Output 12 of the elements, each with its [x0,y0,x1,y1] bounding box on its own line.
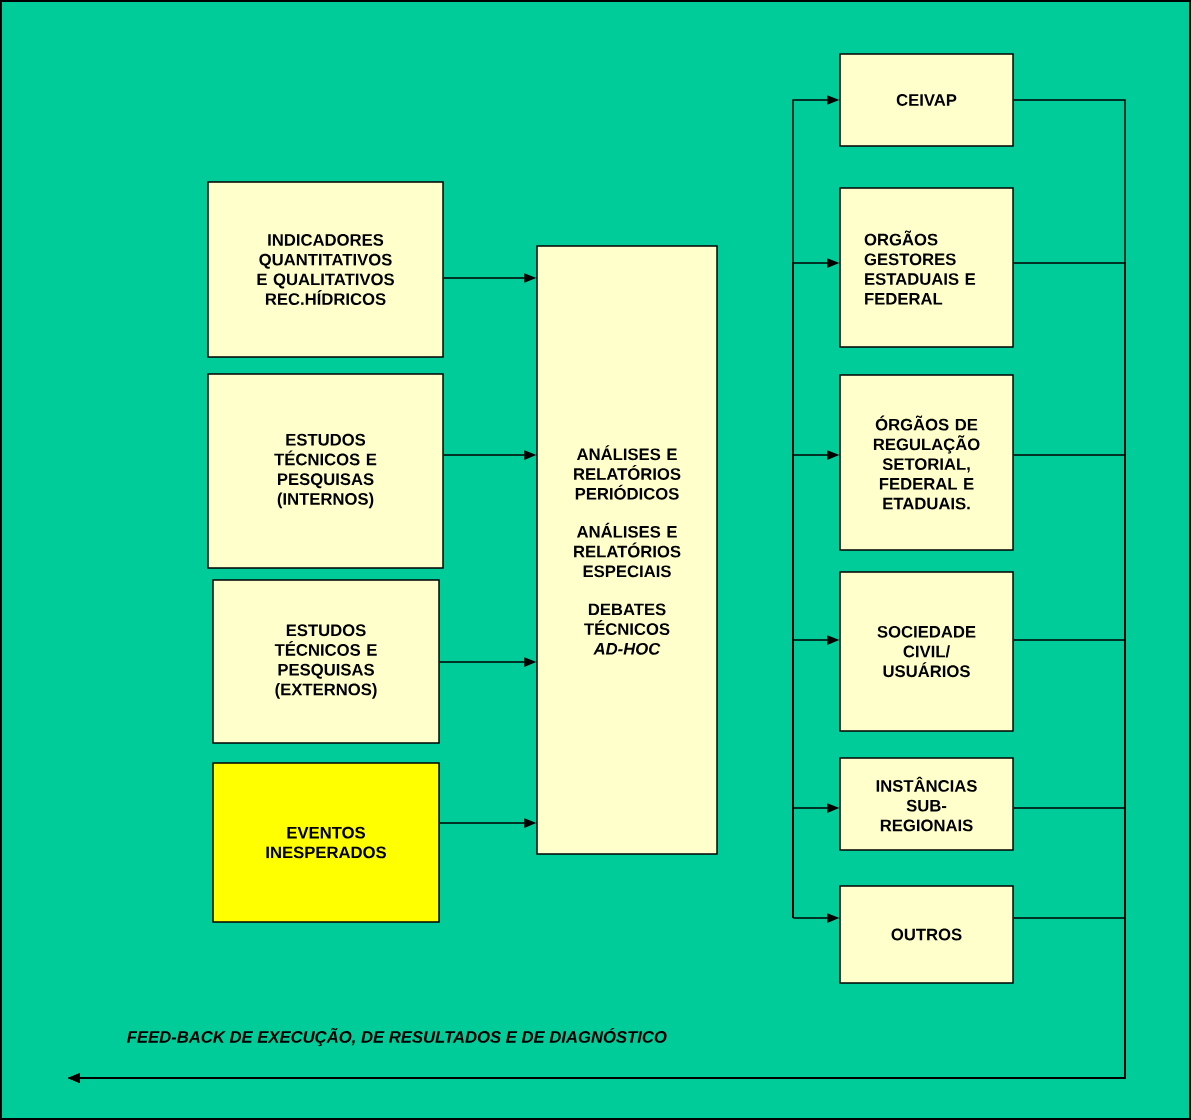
feedback-label: FEED-BACK DE EXECUÇÃO, DE RESULTADOS E DE DIAGNÓSTICO [127,1027,667,1047]
recipient-box: INSTÂNCIAS SUB-REGIONAIS [839,757,1014,851]
recipient-box: ORGÃOS GESTORES ESTADUAIS E FEDERAL [839,187,1014,348]
recipient-box: SOCIEDADE CIVIL/ USUÁRIOS [839,571,1014,732]
source-box: ESTUDOS TÉCNICOS E PESQUISAS (INTERNOS) [207,373,444,569]
recipient-box: OUTROS [839,885,1014,984]
recipient-box: CEIVAP [839,53,1014,147]
source-box: ESTUDOS TÉCNICOS E PESQUISAS (EXTERNOS) [212,579,440,744]
event-box: EVENTOS INESPERADOS [212,762,440,923]
analysis-box: ANÁLISES E RELATÓRIOS PERIÓDICOS ANÁLISES E RELATÓRIOS ESPECIAIS DEBATES TÉCNICOS AD-HOC [536,245,718,855]
source-box: INDICADORES QUANTITATIVOS E QUALITATIVOS REC.HÍDRICOS [207,181,444,358]
recipient-box: ÓRGÃOS DE REGULAÇÃO SETORIAL, FEDERAL E ETADUAIS. [839,374,1014,551]
